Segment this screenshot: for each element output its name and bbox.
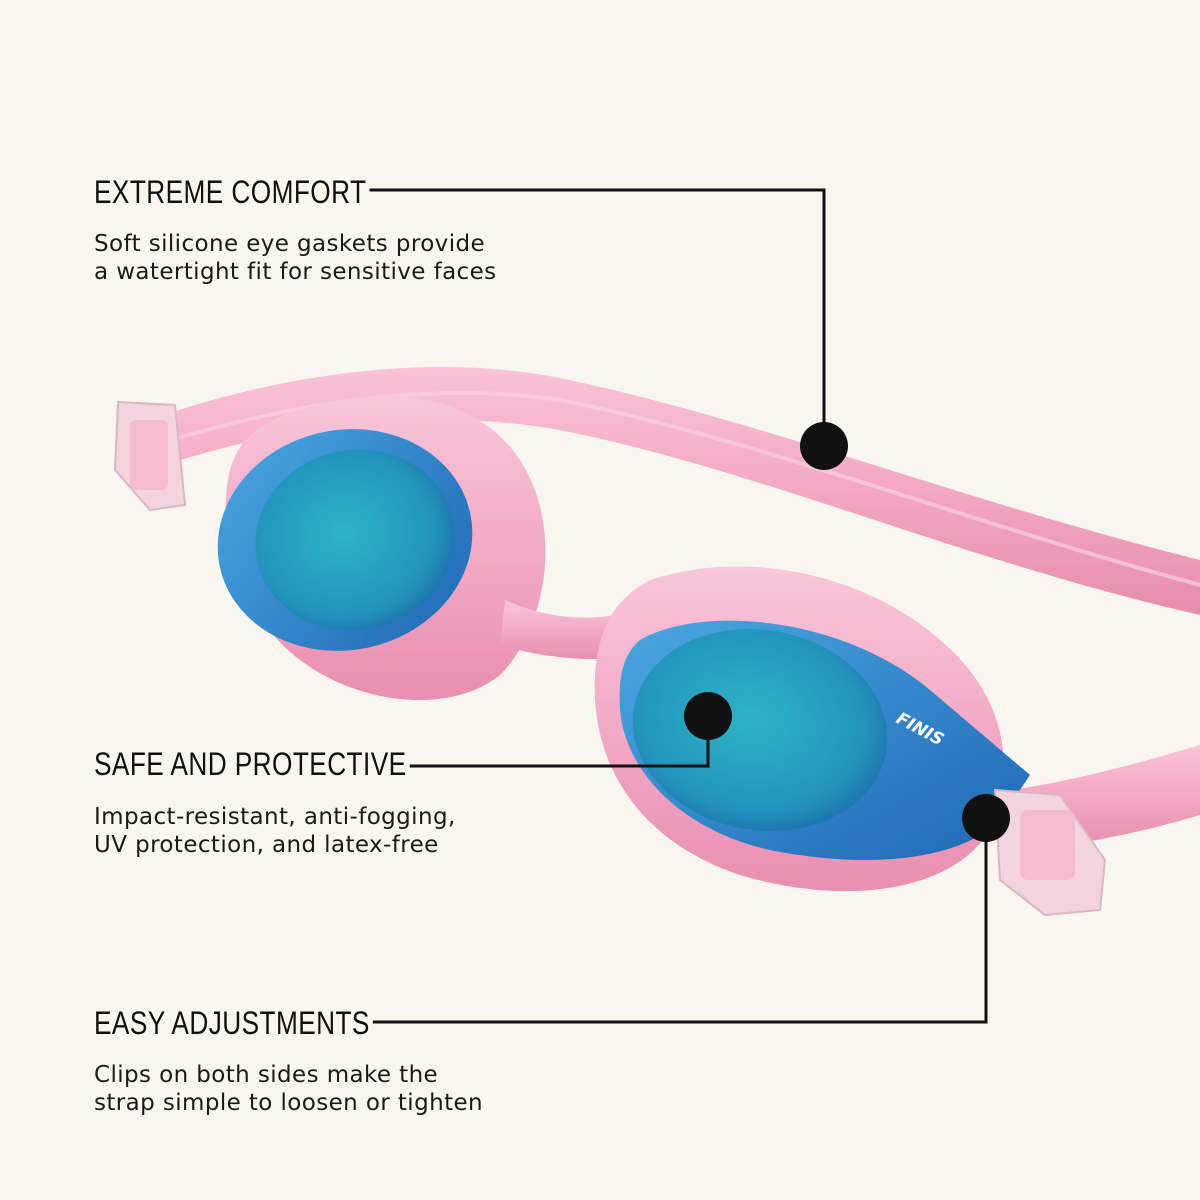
- callout-extreme-comfort: [325, 188, 826, 446]
- left-eyecup: [217, 396, 546, 701]
- callout-dot-lens: [684, 692, 732, 740]
- feature-title-easy-adjustments: EASY ADJUSTMENTS: [94, 1005, 374, 1042]
- feature-desc-easy-adjustments: Clips on both sides make the strap simpl…: [94, 1062, 484, 1116]
- right-strap-clip: [993, 788, 1107, 917]
- callout-dot-strap: [800, 422, 848, 470]
- callout-easy-adjustments: [362, 818, 988, 1024]
- right-eyecup: FINIS: [594, 566, 1030, 892]
- strap-back: [150, 367, 1200, 615]
- feature-title-extreme-comfort: EXTREME COMFORT: [94, 174, 370, 211]
- feature-desc-safe-and-protective: Impact-resistant, anti-fogging, UV prote…: [94, 804, 456, 858]
- feature-title-safe-and-protective: SAFE AND PROTECTIVE: [94, 746, 410, 783]
- left-strap-clip: [113, 400, 187, 512]
- feature-desc-extreme-comfort: Soft silicone eye gaskets provide a wate…: [94, 231, 497, 285]
- callout-dot-clip: [962, 794, 1010, 842]
